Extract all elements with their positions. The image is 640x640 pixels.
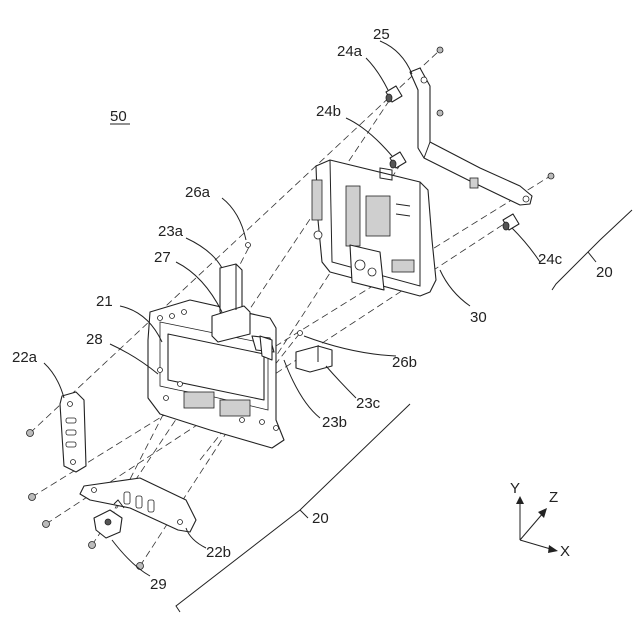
label-23a: 23a	[158, 223, 184, 240]
label-25: 25	[373, 26, 390, 43]
label-21: 21	[96, 293, 113, 310]
label-24c: 24c	[538, 251, 563, 268]
label-26b: 26b	[392, 354, 417, 371]
x-axis-arrow	[548, 545, 558, 553]
label-24a: 24a	[337, 43, 363, 60]
group-bracket-20-lower	[176, 404, 410, 612]
reference-labels: 50 25 24a 24b 24c 20 30 26a 23a 27 21 28…	[12, 26, 613, 593]
pin-24b	[390, 152, 406, 168]
group-bracket-20-upper	[552, 210, 632, 290]
pin-24a	[386, 86, 402, 102]
label-30: 30	[470, 309, 487, 326]
z-axis-label: Z	[549, 489, 558, 506]
z-axis-arrow	[538, 508, 547, 518]
plate-22a	[60, 392, 86, 472]
x-axis-label: X	[560, 543, 570, 560]
label-22b: 22b	[206, 544, 231, 561]
label-figure-50: 50	[110, 108, 127, 125]
label-22a: 22a	[12, 349, 38, 366]
y-axis-label: Y	[510, 480, 520, 497]
label-28: 28	[86, 331, 103, 348]
z-axis-line	[520, 512, 544, 540]
label-20-upper: 20	[596, 264, 613, 281]
ball-26a	[246, 243, 251, 248]
unit-30	[312, 160, 436, 296]
pin-24c	[503, 214, 519, 230]
label-23b: 23b	[322, 414, 347, 431]
block-23c	[296, 346, 332, 372]
label-24b: 24b	[316, 103, 341, 120]
label-20-lower: 20	[312, 510, 329, 527]
bracket-25	[410, 68, 532, 205]
label-29: 29	[150, 576, 167, 593]
label-26a: 26a	[185, 184, 211, 201]
label-23c: 23c	[356, 395, 381, 412]
ball-26b	[298, 331, 303, 336]
label-27: 27	[154, 249, 171, 266]
y-axis-arrow	[516, 496, 524, 504]
coordinate-axes: Y X Z	[510, 480, 570, 560]
screw-22a-1	[27, 430, 34, 437]
